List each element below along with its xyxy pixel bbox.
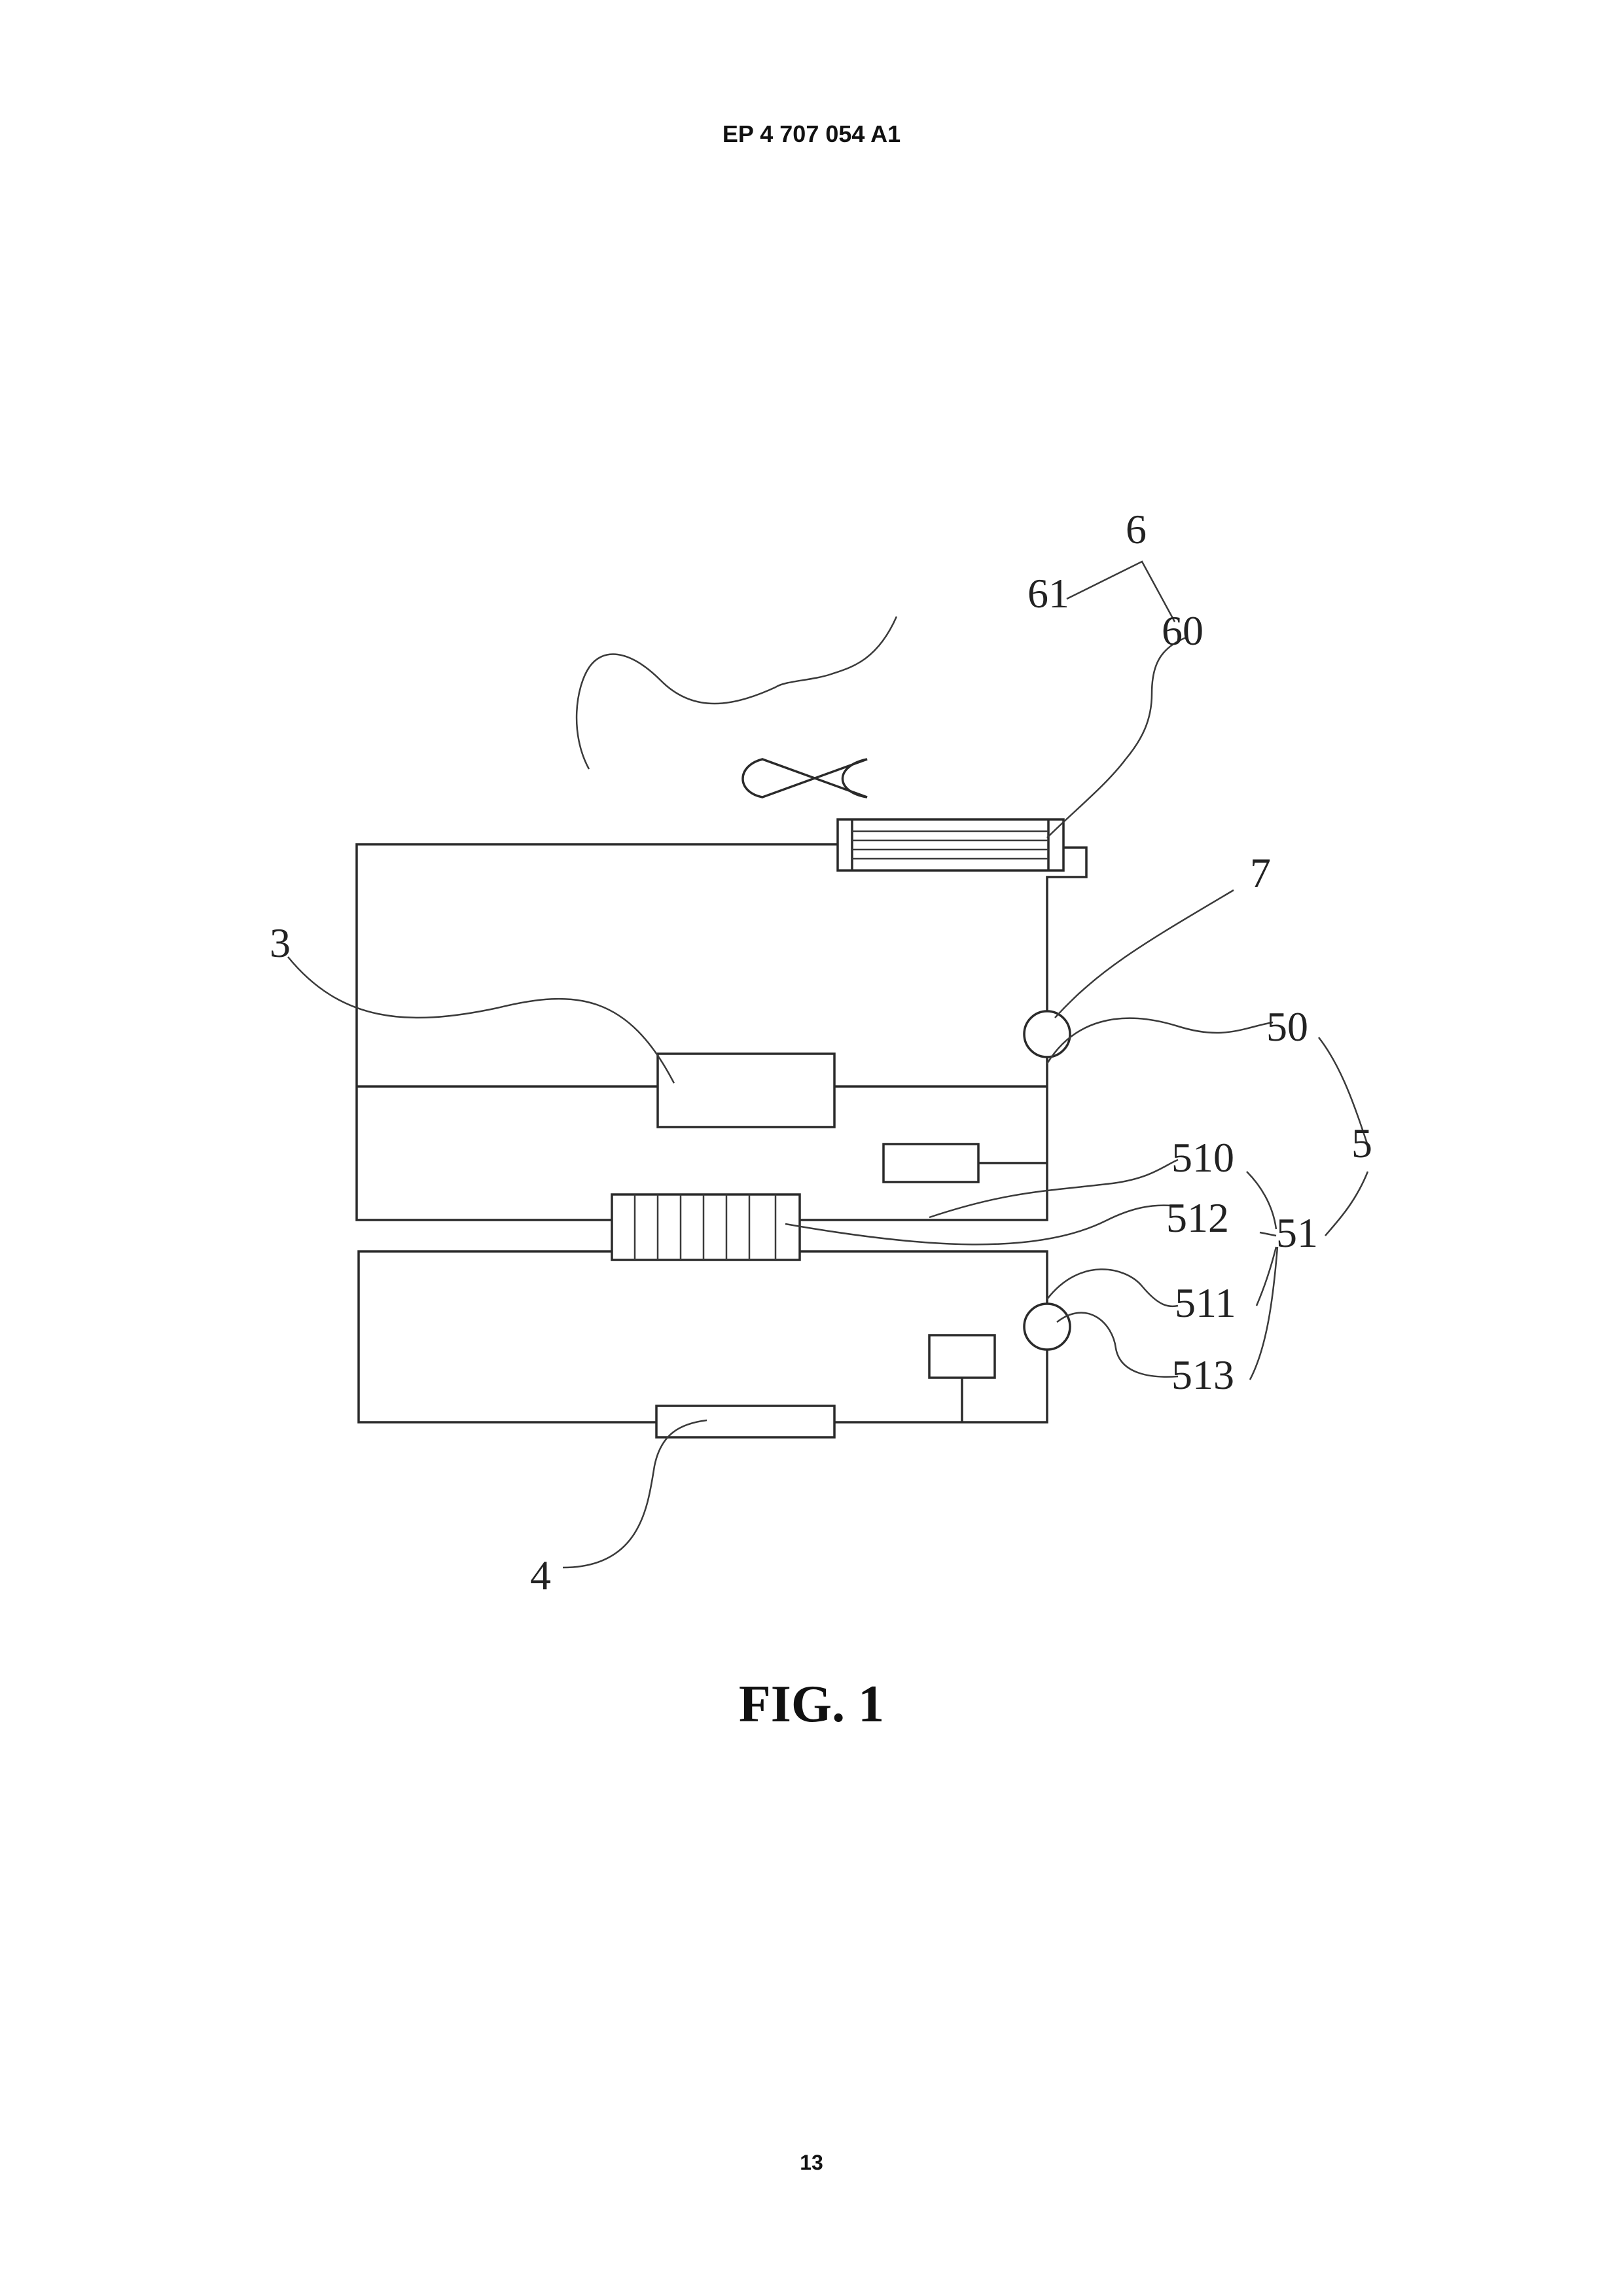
label-6: 6 [1126,506,1147,552]
label-5: 5 [1351,1120,1372,1166]
leader-511 [1047,1269,1178,1306]
pump-7 [1024,1011,1070,1057]
bracket-51-4 [1250,1247,1277,1380]
component-4-box [656,1406,834,1437]
label-7: 7 [1250,850,1271,896]
leader-7 [1055,890,1234,1018]
fan-61 [743,759,867,797]
bracket-6 [1067,562,1175,622]
leader-512 [785,1206,1171,1245]
label-511: 511 [1175,1280,1236,1326]
upper-loop-outline [357,844,838,1220]
leader-lines [288,562,1368,1568]
label-51: 51 [1276,1210,1318,1256]
leader-510 [929,1160,1178,1217]
leader-3 [288,957,674,1083]
lower-loop-top-right [800,1251,1047,1304]
plate-exchanger-body [612,1194,800,1260]
small-sensor-box-lower [929,1335,995,1378]
upper-loop-right-top [1047,848,1086,1011]
radiator-60 [838,819,1063,870]
label-4: 4 [530,1552,551,1598]
leader-61 [577,617,897,769]
lower-loop-right-bottom [834,1350,1047,1422]
label-513: 513 [1171,1352,1234,1398]
label-50: 50 [1266,1003,1308,1050]
label-3: 3 [270,920,291,966]
small-sensor-box-upper [883,1144,978,1182]
label-510: 510 [1171,1134,1234,1181]
bracket-51-1 [1247,1172,1276,1229]
lower-circuit [359,1251,1070,1437]
leader-50 [1047,1018,1273,1064]
reference-labels: 3 4 6 61 60 7 50 5 510 512 51 511 513 [270,506,1372,1598]
leader-513 [1057,1313,1178,1377]
bracket-51-2 [1260,1232,1276,1236]
radiator-assembly-6 [743,759,1063,870]
leader-4 [563,1420,707,1568]
figure-caption: FIG. 1 [739,1676,884,1733]
pump-511 [1024,1304,1070,1350]
label-61: 61 [1027,570,1069,617]
page-number: 13 [0,2151,1623,2175]
label-60: 60 [1162,607,1204,654]
component-3-box [658,1054,834,1127]
plate-heat-exchanger-512 [612,1194,800,1260]
lower-loop-top-left [359,1251,656,1422]
bracket-51-3 [1257,1247,1276,1306]
leader-60 [1047,637,1188,838]
bracket-5-bottom [1325,1172,1368,1236]
upper-circuit [357,844,1086,1220]
label-512: 512 [1166,1194,1229,1241]
